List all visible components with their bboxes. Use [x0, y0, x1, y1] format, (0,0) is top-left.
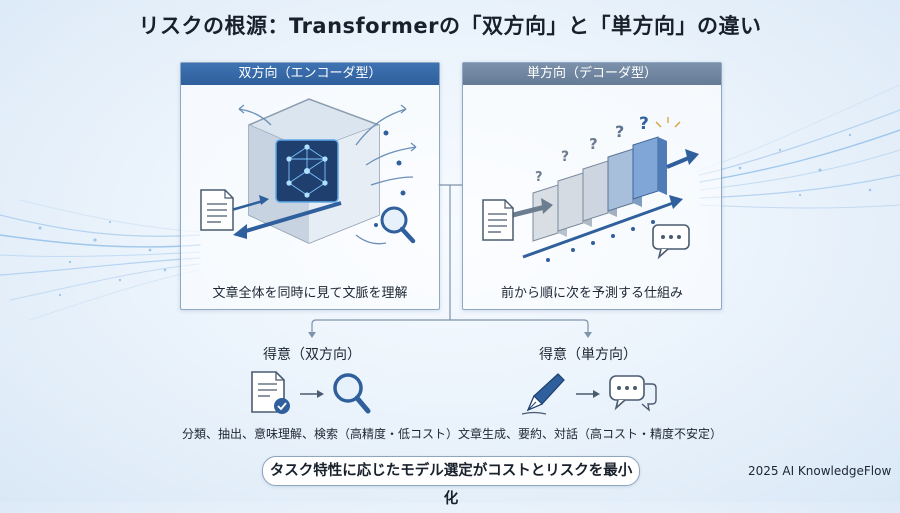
- bidirectional-strength-icons: [251, 371, 371, 414]
- encoder-illustration: [200, 98, 417, 245]
- chat-bubble-icon: [652, 224, 690, 260]
- magnifier-icon: [380, 206, 416, 244]
- arrow-right-icon: [576, 390, 600, 398]
- node-dots: [374, 130, 406, 227]
- encoder-cube-icon: [248, 98, 380, 244]
- document-check-icon: [251, 371, 290, 414]
- unidirectional-panel: 単方向（デコーダ型） ?: [462, 62, 722, 310]
- document-icon: [482, 199, 514, 241]
- svg-text:?: ?: [535, 170, 543, 185]
- question-mark-icons: ? ? ? ? ?: [535, 114, 649, 185]
- svg-text:?: ?: [589, 135, 598, 153]
- unidirectional-strength-heading: 得意（単方向）: [539, 347, 637, 363]
- document-icon: [200, 189, 234, 231]
- page-title: リスクの根源：Transformerの「双方向」と「単方向」の違い: [138, 14, 762, 38]
- spark-icon: [655, 117, 681, 128]
- bidirectional-strength-description: 分類、抽出、意味理解、検索（高精度・低コスト）: [182, 427, 459, 441]
- decoder-sequence-blocks: [532, 136, 667, 242]
- fountain-pen-icon: [521, 373, 565, 415]
- unidirectional-strength-description: 文章生成、要約、対話（高コスト・精度不安定）: [458, 427, 723, 441]
- svg-text:?: ?: [639, 114, 649, 134]
- credit-text: 2025 AI KnowledgeFlow: [748, 464, 892, 478]
- magnifier-icon: [333, 373, 371, 414]
- bidirectional-strength-heading: 得意（双方向）: [263, 347, 361, 363]
- unidirectional-strength-icons: [521, 373, 657, 415]
- left-data-stream: [0, 199, 201, 321]
- arrow-right-icon: [300, 390, 324, 398]
- connector-arrowheads: [308, 332, 592, 338]
- chat-bubbles-icon: [609, 375, 657, 412]
- token-dots: [546, 220, 655, 262]
- unidirectional-panel-header: 単方向（デコーダ型）: [463, 63, 721, 85]
- summary-banner: タスク特性に応じたモデル選定がコストとリスクを最小化: [262, 456, 640, 507]
- svg-text:?: ?: [615, 122, 624, 141]
- left-particles: [38, 220, 167, 297]
- right-particles: [738, 133, 872, 197]
- forward-arrows: [512, 149, 699, 259]
- connector-lines: [311, 184, 589, 333]
- decoder-illustration: ? ? ? ? ?: [482, 114, 699, 262]
- flow-arrows: [238, 104, 417, 245]
- bidirectional-panel-header: 双方向（エンコーダ型）: [181, 63, 439, 85]
- right-data-stream: [699, 84, 900, 209]
- unidirectional-caption: 前から順に次を予測する仕組み: [500, 286, 683, 301]
- bidirectional-caption: 文章全体を同時に見て文脈を理解: [212, 286, 408, 301]
- bidirectional-panel: 双方向（エンコーダ型）: [180, 62, 440, 310]
- background-streams: [0, 84, 900, 338]
- svg-text:?: ?: [561, 149, 569, 165]
